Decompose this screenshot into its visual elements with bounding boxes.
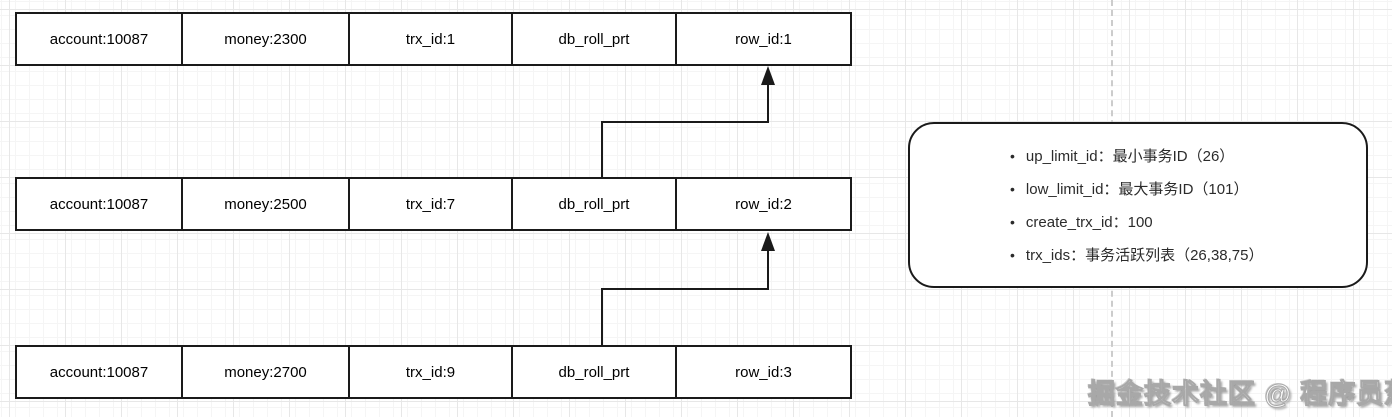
record-cell-account: account:10087: [17, 347, 183, 397]
readview-list: • up_limit_id：最小事务ID（26） • low_limit_id：…: [910, 124, 1366, 271]
record-cell-money: money:2700: [183, 347, 350, 397]
readview-item-up-limit-id: • up_limit_id：最小事务ID（26）: [1010, 139, 1356, 172]
record-cell-account: account:10087: [17, 179, 183, 229]
record-cell-money: money:2500: [183, 179, 350, 229]
record-cell-trx-id: trx_id:9: [350, 347, 513, 397]
readview-item-trx-ids: • trx_ids：事务活跃列表（26,38,75）: [1010, 238, 1356, 271]
record-cell-db-roll-prt: db_roll_prt: [513, 14, 677, 64]
record-row-version-3: account:10087 money:2700 trx_id:9 db_rol…: [15, 345, 852, 399]
record-cell-row-id: row_id:2: [735, 195, 792, 213]
record-row-version-1: account:10087 money:2300 trx_id:1 db_rol…: [15, 12, 852, 66]
bullet-icon: •: [1010, 180, 1015, 197]
bullet-icon: •: [1010, 147, 1015, 164]
readview-item-text: trx_ids：事务活跃列表（26,38,75）: [1025, 247, 1264, 264]
record-cell-db-roll-prt: db_roll_prt: [513, 347, 677, 397]
readview-item-text: low_limit_id：最大事务ID（101）: [1025, 181, 1249, 198]
readview-item-low-limit-id: • low_limit_id：最大事务ID（101）: [1010, 172, 1356, 205]
readview-item-create-trx-id: • create_trx_id：100: [1010, 205, 1356, 238]
bullet-icon: •: [1010, 246, 1015, 263]
watermark: 掘金技术社区 @ 程序员葱: [1087, 379, 1392, 410]
record-cell-row-id: row_id:3: [735, 363, 792, 381]
readview-annotation-box: • up_limit_id：最小事务ID（26） • low_limit_id：…: [908, 122, 1368, 288]
record-cell-account: account:10087: [17, 14, 183, 64]
record-cell-row-id: row_id:1: [735, 30, 792, 48]
arrow-row2-to-row1: [601, 66, 775, 177]
record-row-version-2: account:10087 money:2500 trx_id:7 db_rol…: [15, 177, 852, 231]
arrow-row3-to-row2: [601, 232, 775, 345]
record-cell-trx-id: trx_id:1: [350, 14, 513, 64]
readview-item-text: up_limit_id：最小事务ID（26）: [1025, 148, 1235, 165]
bullet-icon: •: [1010, 213, 1015, 230]
record-cell-db-roll-prt: db_roll_prt: [513, 179, 677, 229]
readview-item-text: create_trx_id：100: [1025, 214, 1153, 231]
record-cell-money: money:2300: [183, 14, 350, 64]
record-cell-trx-id: trx_id:7: [350, 179, 513, 229]
